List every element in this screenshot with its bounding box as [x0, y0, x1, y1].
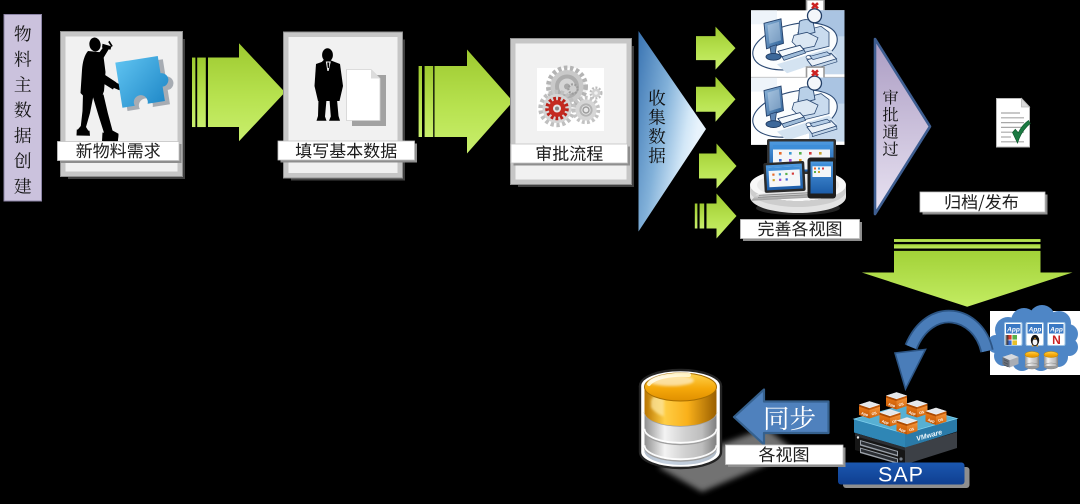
svg-text:App: App	[1049, 327, 1063, 334]
svg-text:OS: OS	[909, 427, 916, 433]
svg-text:N: N	[1052, 333, 1061, 347]
svg-text:OS: OS	[898, 402, 905, 408]
svg-text:App: App	[908, 410, 917, 416]
svg-text:OS: OS	[871, 411, 878, 417]
svg-text:SAP: SAP	[878, 463, 924, 487]
svg-text:OS: OS	[938, 417, 945, 423]
svg-text:App: App	[888, 402, 897, 408]
svg-text:App: App	[1006, 327, 1020, 334]
svg-text:App: App	[927, 418, 936, 424]
svg-text:OS: OS	[919, 410, 926, 416]
svg-text:OS: OS	[892, 419, 899, 425]
svg-text:App: App	[1028, 327, 1042, 334]
svg-text:App: App	[861, 411, 870, 417]
svg-text:App: App	[881, 419, 890, 425]
svg-text:App: App	[898, 427, 907, 433]
